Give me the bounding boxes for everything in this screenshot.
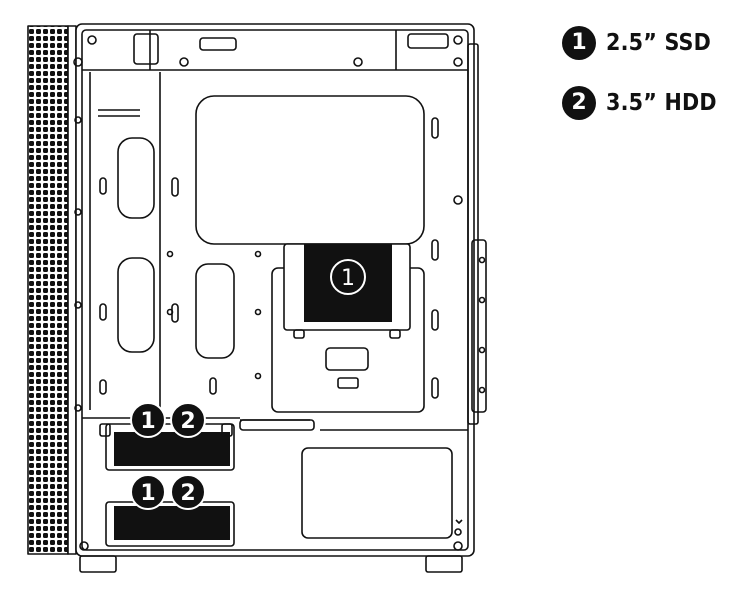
legend-number-2: 2 <box>562 86 596 120</box>
bay-lower-callout-1 <box>130 474 166 510</box>
bay-lower-callout-2 <box>170 474 206 510</box>
bay-upper-callout-2-number: 2 <box>180 409 195 434</box>
bay-lower-callout-2-number: 2 <box>180 481 195 506</box>
cable-cutout-lower <box>117 257 155 353</box>
legend-number-1: 1 <box>562 26 596 60</box>
cable-cutout-upper <box>117 137 155 219</box>
legend-item-ssd: 1 2.5” SSD <box>562 26 711 60</box>
rear-frame <box>467 43 479 425</box>
legend-item-hdd: 2 3.5” HDD <box>562 86 717 120</box>
legend-label-ssd: 2.5” SSD <box>606 30 712 56</box>
drive-bay-lower <box>105 501 235 547</box>
ssd-drive <box>304 244 392 322</box>
front-mesh-panel <box>27 25 69 555</box>
drive-bay-upper <box>99 423 235 471</box>
foot-rear <box>425 555 463 573</box>
ssd-callout-badge <box>330 259 366 295</box>
front-bezel <box>67 25 77 555</box>
bay-upper-callout-2 <box>170 402 206 438</box>
legend-label-hdd: 3.5” HDD <box>606 90 717 116</box>
bay-upper-callout-1-number: 1 <box>140 409 155 434</box>
foot-front <box>79 555 117 573</box>
ssd-callout-number: 1 <box>341 266 355 291</box>
front-inner-frame <box>89 72 161 410</box>
chassis-outline <box>75 23 475 557</box>
bay-lower-callout-1-number: 1 <box>140 481 155 506</box>
psu-window <box>301 447 453 539</box>
bay-upper-callout-1 <box>130 402 166 438</box>
